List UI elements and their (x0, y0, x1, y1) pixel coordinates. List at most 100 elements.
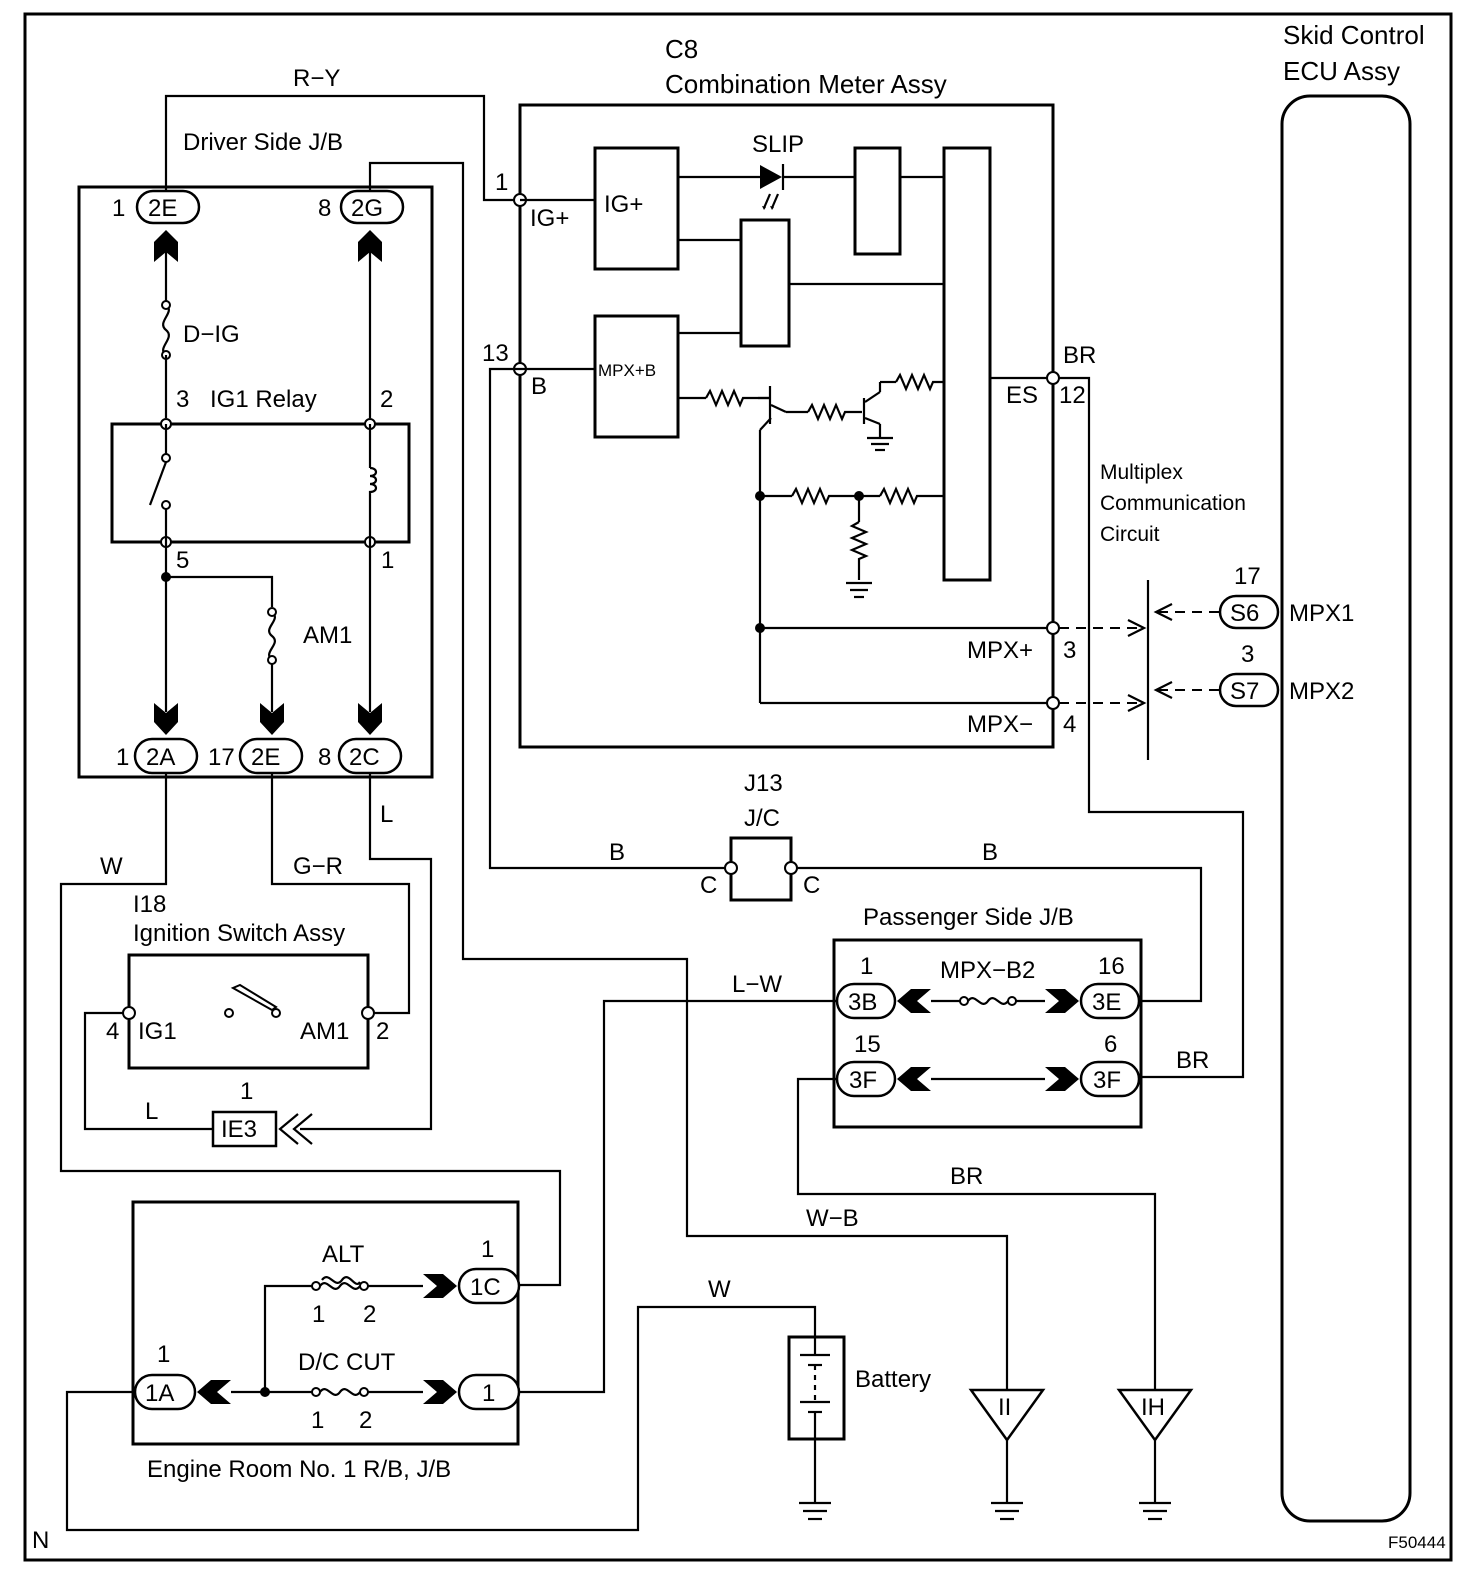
skid-control-ecu: Skid Control ECU Assy (1280, 20, 1425, 1523)
wire-w (59, 773, 562, 1287)
wire-b-right (797, 866, 1203, 1003)
battery: Battery (787, 1335, 931, 1521)
multiplex-label-3: Circuit (1100, 523, 1160, 546)
dc-pin-1: 1 (311, 1407, 324, 1434)
multiplex-circuit: Multiplex Communication Circuit S6 17 MP… (1059, 461, 1354, 760)
wire-b (488, 367, 731, 870)
passenger-jb-title: Passenger Side J/B (863, 904, 1074, 931)
connector-s7-label: S7 (1230, 678, 1259, 705)
ground-ih: IH (1116, 1388, 1194, 1521)
dc-pin-2: 2 (359, 1407, 372, 1434)
skid-ecu-title-2: ECU Assy (1283, 56, 1400, 86)
driver-jb-title: Driver Side J/B (183, 129, 343, 156)
connector-2e-bot-label: 2E (251, 744, 280, 771)
slip-label: SLIP (752, 131, 804, 158)
ground-ii-label: II (998, 1394, 1011, 1421)
resistor-3 (895, 372, 944, 392)
connector-3f-right-label: 3F (1093, 1067, 1121, 1094)
sw-pin-4: 4 (106, 1018, 119, 1045)
p3f-right-pin: 6 (1104, 1031, 1117, 1058)
c8-name: Combination Meter Assy (665, 69, 947, 99)
connector-2a-label: 2A (146, 744, 175, 771)
mpx-b2-fuse (967, 997, 1009, 1005)
wire-l-right-label: L (380, 801, 393, 828)
wire-l-bottom (83, 1011, 213, 1131)
i18-id: I18 (133, 891, 166, 918)
j13-id: J13 (744, 770, 783, 797)
alt-fusible-link (319, 1276, 361, 1290)
connector-1c-label: 1C (470, 1274, 501, 1301)
relay-coil (368, 466, 378, 542)
j13-jc: J/C (744, 805, 780, 832)
wire-g-r (270, 773, 411, 1015)
wire-l-w (519, 999, 837, 1394)
pin-2e-top: 1 (112, 195, 125, 222)
mpx-b2-label: MPX−B2 (940, 957, 1035, 984)
wire-br-low (796, 1077, 1157, 1390)
connector-s6 (1218, 594, 1280, 630)
arrow-down-2c (358, 703, 382, 735)
p3b-pin: 1 (860, 953, 873, 980)
alt-pin-2: 2 (363, 1301, 376, 1328)
wire-w-b-label: W−B (806, 1205, 859, 1232)
j13-box (729, 836, 793, 902)
wire-br-es (1059, 376, 1245, 1079)
ground-ii-triangle (968, 1388, 1046, 1443)
ie3-pin: 1 (240, 1078, 253, 1105)
p3e-pin: 16 (1098, 953, 1125, 980)
outer-border (23, 12, 1453, 1562)
connector-2c-label: 2C (349, 744, 380, 771)
connector-2e-top-label: 2E (148, 195, 177, 222)
c8-pin-12: 12 (1059, 382, 1086, 409)
c8-id: C8 (665, 34, 698, 64)
relay-pin-5: 5 (176, 547, 189, 574)
connector-2g-top-label: 2G (351, 195, 383, 222)
mpx-plus-label: MPX+ (967, 637, 1033, 664)
wire-g-r-label: G−R (293, 853, 343, 880)
ig-plus-box-label: IG+ (604, 191, 643, 218)
c8-box (518, 103, 1055, 749)
resistor-5 (879, 486, 944, 506)
battery-box (787, 1335, 846, 1441)
arrow-down-2a (154, 703, 178, 735)
relay-pin-1: 1 (381, 547, 394, 574)
wire-w-battery-label: W (708, 1276, 731, 1303)
combination-meter: C8 Combination Meter Assy 1 IG+ 13 B IG+… (482, 34, 1086, 749)
c8-pin-1: 1 (495, 169, 508, 196)
logic-box (739, 218, 791, 348)
ie3-box (211, 1110, 278, 1148)
resistor-6 (849, 521, 869, 580)
passenger-side-jb: Passenger Side J/B 3B 1 3E 16 3F 15 3F 6… (832, 904, 1143, 1129)
relay-switch-blade (148, 461, 168, 506)
wire-w-label: W (100, 853, 123, 880)
am1-fuse-label: AM1 (303, 622, 352, 649)
wire-br-low-label: BR (950, 1163, 983, 1190)
arrow-down-2e (260, 703, 284, 735)
d-ig-label: D−IG (183, 321, 240, 348)
pin-2g-top: 8 (318, 195, 331, 222)
corner-n-label: N (32, 1527, 49, 1554)
wire-2g-loop (368, 161, 1009, 1390)
s7-pin: 3 (1241, 641, 1254, 668)
skid-ecu-body (1280, 94, 1412, 1523)
j13-c-left: C (700, 872, 717, 899)
c8-ig-plus-pin: IG+ (530, 205, 569, 232)
mpx-minus-label: MPX− (967, 711, 1033, 738)
e1a-pin: 1 (157, 1341, 170, 1368)
driver-box-1 (853, 146, 902, 256)
d-ig-fuse (162, 304, 170, 356)
skid-ecu-title-1: Skid Control (1283, 20, 1425, 50)
mpx2-label: MPX2 (1289, 678, 1354, 705)
engine-room-title: Engine Room No. 1 R/B, J/B (147, 1456, 451, 1483)
wire-br-mid-label: BR (1176, 1047, 1209, 1074)
wire-r-y (164, 94, 520, 202)
c8-pin-3: 3 (1063, 637, 1076, 664)
slip-led (760, 165, 782, 189)
battery-label: Battery (855, 1366, 931, 1393)
c8-pin-13: 13 (482, 340, 509, 367)
ig1-relay-box (110, 422, 411, 544)
connector-3f-right (1079, 1060, 1141, 1098)
c8-b-pin: B (531, 373, 547, 400)
connector-1-label: 1 (482, 1380, 495, 1407)
ie3-connector: IE3 1 (211, 1078, 313, 1148)
